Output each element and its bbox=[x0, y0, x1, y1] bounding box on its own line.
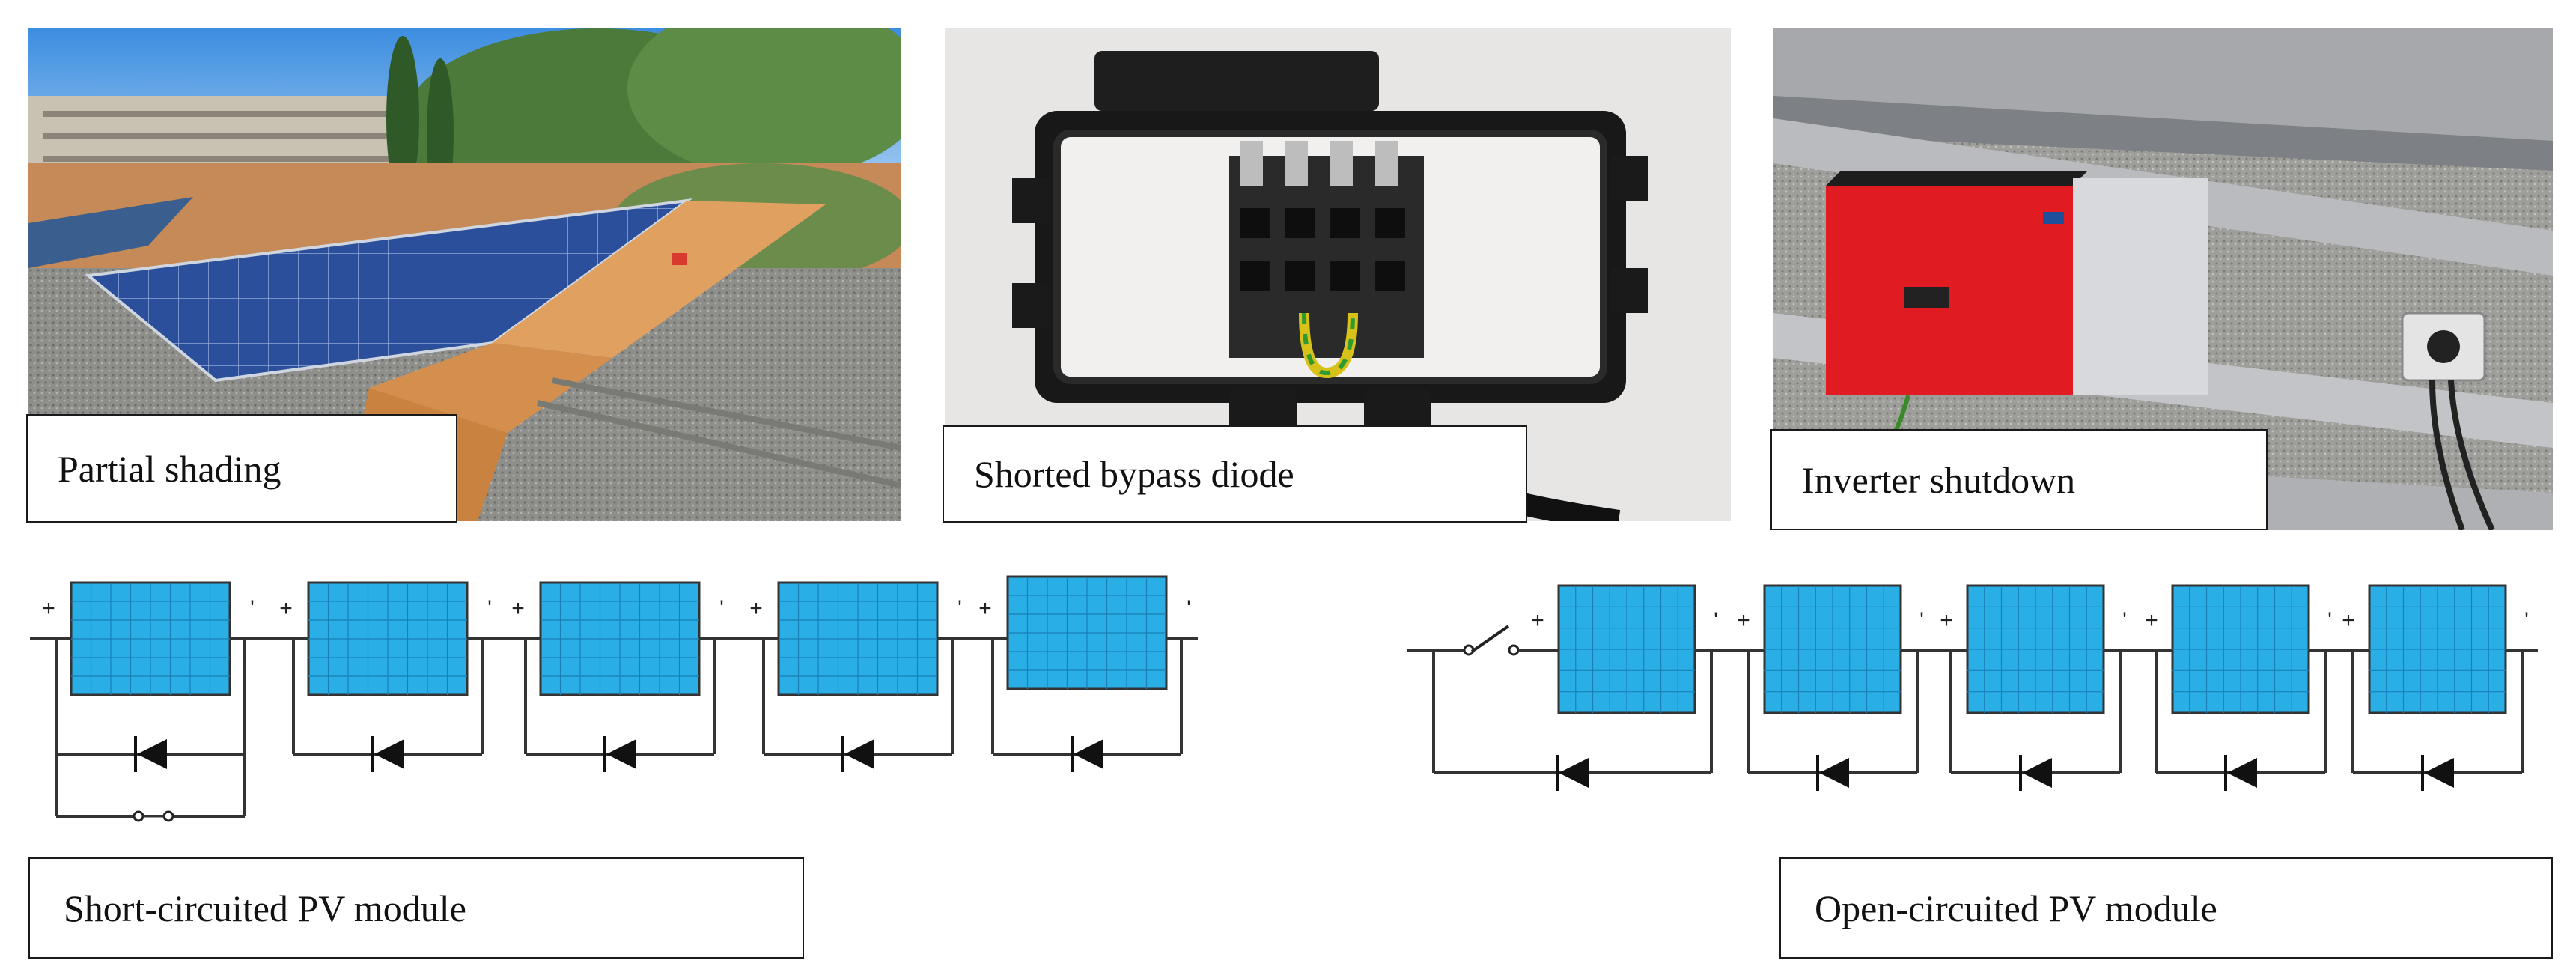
diagram-open-circuited-pv-string: + ' + ' + ' + ' + ' bbox=[1400, 569, 2553, 824]
terminal-positive: + bbox=[279, 596, 293, 621]
terminal-negative: ' bbox=[2122, 608, 2127, 633]
terminal-positive: + bbox=[2342, 608, 2355, 633]
pv-module bbox=[1763, 584, 1902, 714]
bypass-diode bbox=[134, 736, 167, 772]
terminal-positive: + bbox=[511, 596, 525, 621]
open-circuit-schematic: + ' + ' + ' + ' + ' bbox=[1407, 584, 2538, 791]
photo-shorted-bypass-diode bbox=[945, 28, 1731, 521]
diode-triangle bbox=[1819, 758, 1849, 788]
terminal-positive: + bbox=[1940, 608, 1953, 633]
bypass-diode bbox=[2224, 755, 2257, 791]
diode-triangle bbox=[2227, 758, 2257, 788]
terminal-positive: + bbox=[42, 596, 55, 621]
bypass-diode bbox=[1071, 736, 1103, 772]
diode-triangle bbox=[137, 739, 167, 769]
terminal-positive: + bbox=[749, 596, 763, 621]
pv-module bbox=[307, 581, 469, 696]
terminal-negative: ' bbox=[1187, 596, 1191, 621]
terminal-negative: ' bbox=[1919, 608, 1924, 633]
terminal-negative: ' bbox=[719, 596, 724, 621]
diagram-short-circuited-pv-string: + ' + ' + ' + ' + ' bbox=[22, 569, 1220, 839]
caption-short-circuited-pv-module: Short-circuited PV module bbox=[28, 857, 804, 959]
caption-shorted-bypass-diode: Shorted bypass diode bbox=[943, 425, 1527, 523]
short-contact bbox=[133, 810, 144, 822]
caption-partial-shading: Partial shading bbox=[26, 414, 457, 523]
terminal-negative: ' bbox=[2327, 608, 2332, 633]
diode-triangle bbox=[606, 739, 636, 769]
terminal-negative: ' bbox=[957, 596, 962, 621]
pv-module bbox=[1557, 584, 1696, 714]
diode-triangle bbox=[374, 739, 404, 769]
caption-inverter-shutdown: Inverter shutdown bbox=[1770, 429, 2268, 530]
photo-partial-shading bbox=[28, 28, 901, 521]
junction-box-illustration bbox=[945, 28, 1731, 521]
pv-module bbox=[2171, 584, 2310, 714]
terminal-negative: ' bbox=[2524, 608, 2529, 633]
switch-contact bbox=[1508, 644, 1520, 656]
bypass-diode bbox=[1816, 755, 1849, 791]
bypass-diode bbox=[2421, 755, 2454, 791]
caption-open-circuited-pv-module: Open-circuited PV module bbox=[1779, 857, 2553, 959]
pv-module bbox=[1006, 575, 1168, 690]
pv-module bbox=[539, 581, 701, 696]
diode-triangle bbox=[1559, 758, 1589, 788]
terminal-positive: + bbox=[1737, 608, 1750, 633]
terminal-positive: + bbox=[978, 596, 992, 621]
short-contact bbox=[162, 810, 174, 822]
pv-module bbox=[2368, 584, 2507, 714]
bypass-diode bbox=[371, 736, 404, 772]
terminal-negative: ' bbox=[1714, 608, 1718, 633]
bypass-diode bbox=[1556, 755, 1589, 791]
bypass-diode bbox=[841, 736, 874, 772]
diode-triangle bbox=[844, 739, 874, 769]
pv-module bbox=[1966, 584, 2105, 714]
pv-module bbox=[70, 581, 231, 696]
bypass-diode bbox=[603, 736, 636, 772]
partial-shading-illustration bbox=[28, 28, 901, 521]
diode-triangle bbox=[2424, 758, 2454, 788]
terminal-positive: + bbox=[2145, 608, 2158, 633]
terminal-negative: ' bbox=[250, 596, 255, 621]
diode-triangle bbox=[2022, 758, 2052, 788]
bypass-diode bbox=[2019, 755, 2052, 791]
terminal-negative: ' bbox=[487, 596, 492, 621]
open-switch-blade bbox=[1470, 625, 1510, 653]
pv-module bbox=[777, 581, 939, 696]
terminal-positive: + bbox=[1531, 608, 1544, 633]
short-circuit-schematic: + ' + ' + ' + ' + ' bbox=[30, 575, 1198, 822]
diode-triangle bbox=[1074, 739, 1103, 769]
